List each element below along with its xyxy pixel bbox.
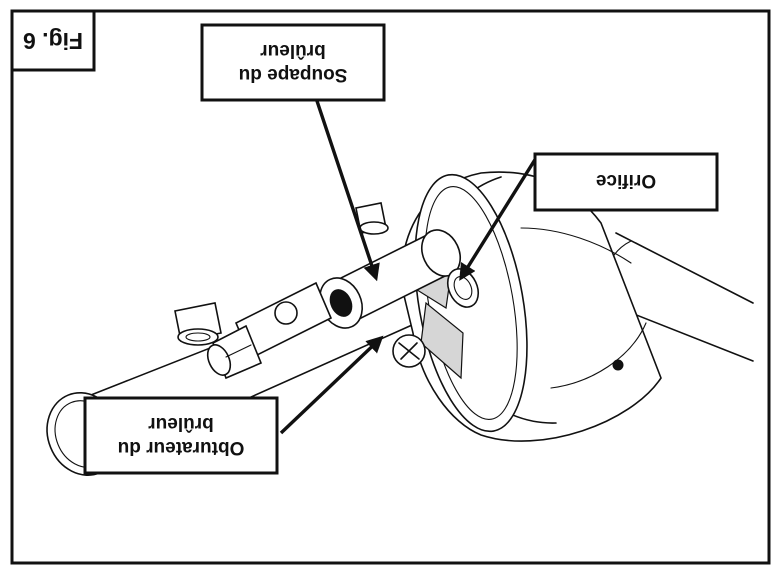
burner-valve-arrow — [309, 82, 380, 282]
orifice-label: Orifice — [596, 170, 656, 191]
callout-burner-shutter: Obturateur du brûleur — [83, 396, 279, 475]
burner-shutter-label-line1: Obturateur du — [118, 437, 245, 458]
callout-orifice: Orifice — [533, 152, 719, 212]
valve-cap-upper — [355, 202, 389, 235]
burner-valve-label-line2: brûleur — [260, 40, 326, 61]
burner-valve — [206, 229, 462, 380]
burner-shutter-label-line2: brûleur — [148, 413, 214, 434]
burner-shutter-arrow — [279, 335, 384, 435]
callout-burner-valve: Soupape du brûleur — [200, 23, 386, 102]
figure-label-box: Fig. 6 — [10, 9, 96, 72]
valve-cap-lower — [174, 302, 222, 346]
orifice-arrow — [459, 157, 538, 281]
burner-valve-label-line1: Soupape du — [239, 64, 348, 85]
figure-label: Fig. 6 — [23, 28, 83, 54]
